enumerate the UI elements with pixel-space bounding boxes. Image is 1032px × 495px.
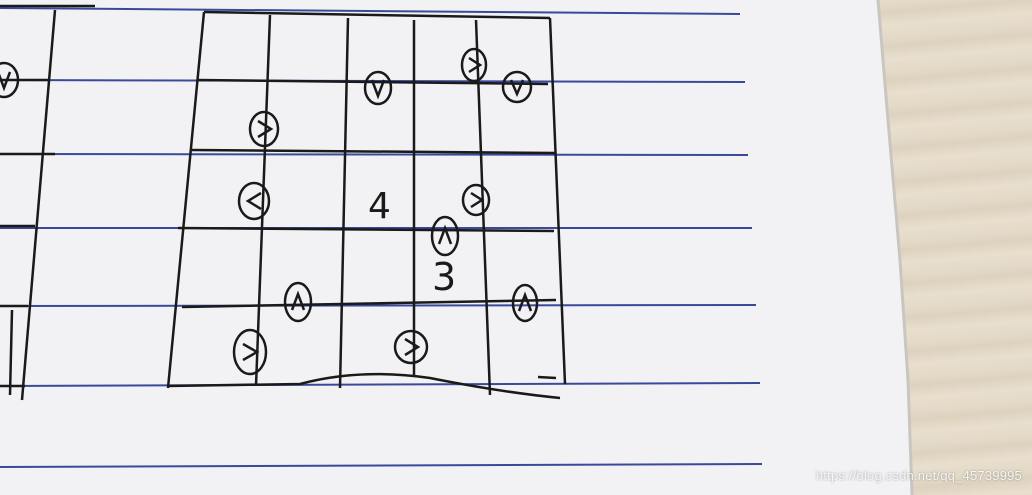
circled-mark-arrow-right-3 [461,183,491,217]
watermark-url: https://blog.csdn.net/qq_45739995 [815,468,1022,483]
paper-shadow-edge [876,0,914,495]
handwritten-number-3: 3 [432,255,456,299]
circled-mark-arrow-right-5 [393,329,429,365]
circled-mark-v-left-edge [0,61,20,99]
ruled-lines [0,7,763,468]
circled-marks [0,47,539,376]
fretboard-grid [166,10,567,400]
circled-mark-up-3 [511,283,539,323]
handwritten-number-4: 4 [368,186,391,227]
circled-mark-arrow-right-2 [248,110,280,148]
circled-mark-arrow-right-1 [460,47,488,83]
circled-mark-arrow-left [237,181,271,221]
circled-mark-v-1 [363,70,393,106]
circled-mark-up-1 [430,215,460,257]
circled-mark-up-2 [283,281,313,323]
circled-mark-arrow-right-4 [232,328,268,376]
circled-mark-v-2 [501,70,533,104]
